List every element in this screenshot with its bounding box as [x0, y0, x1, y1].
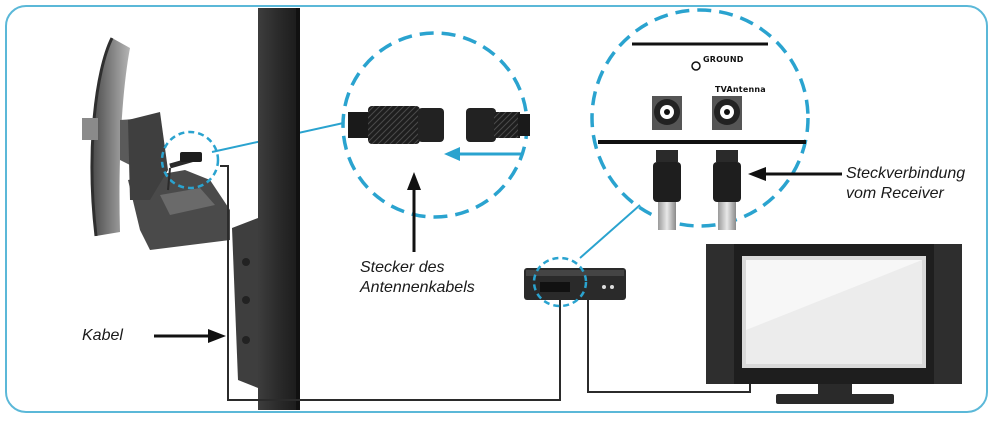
wall-pole-icon — [232, 8, 300, 410]
steck-pointer-arrow-icon — [748, 167, 842, 181]
satellite-dish-icon — [82, 37, 230, 250]
receiver-box-icon — [524, 268, 626, 300]
stecker-label-line2: Antennenkabels — [360, 279, 475, 296]
connector-callout-small — [160, 130, 220, 190]
stecker-label-line1: Stecker des — [360, 259, 445, 276]
flat-screen-tv-icon — [706, 244, 962, 404]
coax-connector-icon — [348, 106, 530, 144]
receiver-back-panel: GROUND TVAntenna — [598, 42, 806, 230]
backpanel-callout — [590, 8, 810, 228]
insert-direction-arrow-icon — [444, 147, 522, 161]
tv-cable — [587, 296, 751, 393]
kabel-pointer-arrow-icon — [154, 329, 226, 343]
stecker-pointer-arrow-icon — [407, 172, 421, 252]
tv-antenna-label: TVAntenna — [715, 85, 766, 94]
frame-border — [5, 5, 988, 413]
steck-label-line1: Steckverbindung — [846, 165, 966, 182]
receiver-callout — [532, 256, 588, 308]
ground-label: GROUND — [703, 55, 744, 64]
steck-label-line2: vom Receiver — [846, 185, 944, 202]
kabel-label: Kabel — [82, 327, 123, 344]
antenna-cable — [167, 165, 561, 401]
